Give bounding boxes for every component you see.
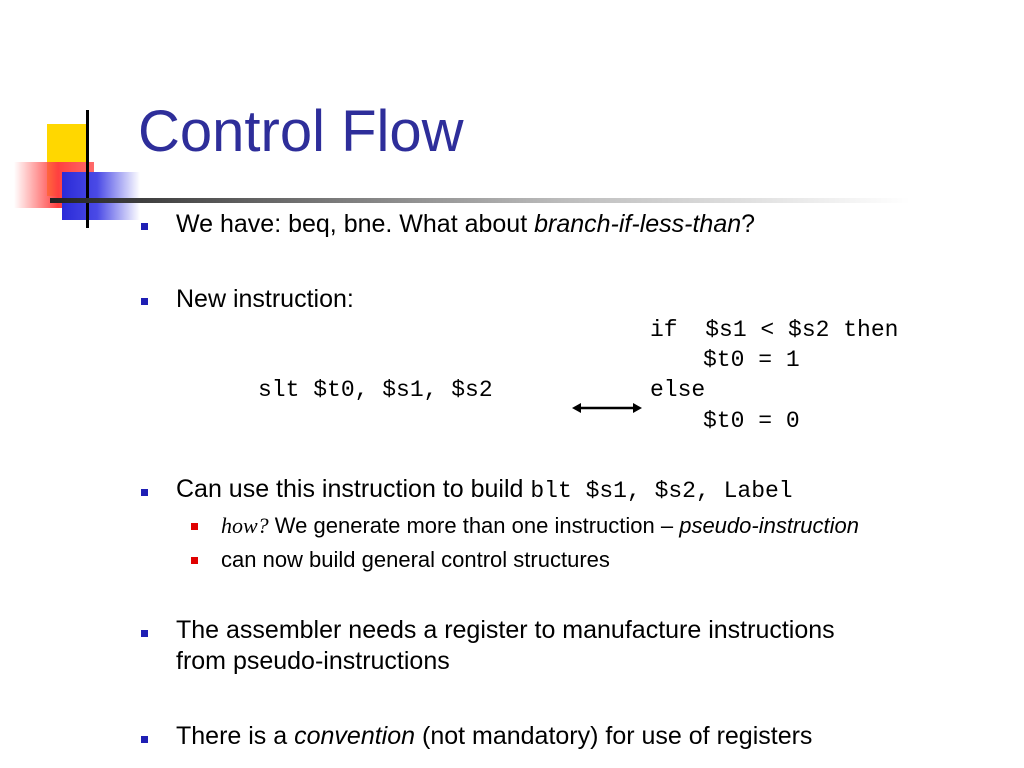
sub-bullet-marker bbox=[191, 557, 198, 564]
sub-bullet-control-structures: can now build general control structures bbox=[221, 547, 610, 572]
code-then-assign: $t0 = 1 bbox=[703, 347, 800, 373]
bullet-new-instruction: New instruction: bbox=[176, 285, 354, 313]
bullet-text: We have: beq, bne. What about bbox=[176, 210, 535, 238]
bullet-marker bbox=[141, 736, 148, 743]
sub-bullet-text: We generate more than one instruction – bbox=[268, 513, 680, 538]
bullet-italic: branch-if-less-than bbox=[534, 210, 742, 238]
code-if-line: if $s1 < $s2 then bbox=[650, 317, 899, 343]
bullet-marker bbox=[141, 223, 148, 230]
bullet-branch: We have: beq, bne. What about branch-if-… bbox=[176, 210, 755, 239]
bullet-convention: There is a convention (not mandatory) fo… bbox=[176, 722, 812, 751]
bullet-text: Can use this instruction to build bbox=[176, 475, 531, 503]
bullet-assembler-line2: from pseudo-instructions bbox=[176, 647, 450, 675]
bullet-assembler-line1: The assembler needs a register to manufa… bbox=[176, 616, 835, 644]
bullet-text: (not mandatory) for use of registers bbox=[415, 722, 813, 750]
sub-bullet-marker bbox=[191, 523, 198, 530]
bullet-marker bbox=[141, 489, 148, 496]
logo-vertical-line bbox=[86, 110, 89, 228]
sub-bullet-italic: pseudo-instruction bbox=[679, 513, 859, 538]
bullet-text: There is a bbox=[176, 722, 295, 750]
code-else-assign: $t0 = 0 bbox=[703, 408, 800, 434]
code-slt: slt $t0, $s1, $s2 bbox=[258, 377, 493, 403]
double-arrow-icon bbox=[572, 403, 642, 413]
bullet-marker bbox=[141, 298, 148, 305]
bullet-text: ? bbox=[741, 210, 756, 238]
bullet-build-blt: Can use this instruction to build blt $s… bbox=[176, 475, 793, 504]
title-underline bbox=[50, 198, 910, 203]
sub-bullet-how: how? We generate more than one instructi… bbox=[221, 513, 859, 539]
slide-title: Control Flow bbox=[138, 99, 464, 164]
bullet-marker bbox=[141, 630, 148, 637]
logo-blue-block bbox=[62, 172, 140, 220]
code-else: else bbox=[650, 377, 706, 403]
bullet-code: blt $s1, $s2, Label bbox=[530, 478, 793, 504]
how-label: how? bbox=[221, 513, 269, 538]
bullet-italic: convention bbox=[294, 722, 416, 750]
